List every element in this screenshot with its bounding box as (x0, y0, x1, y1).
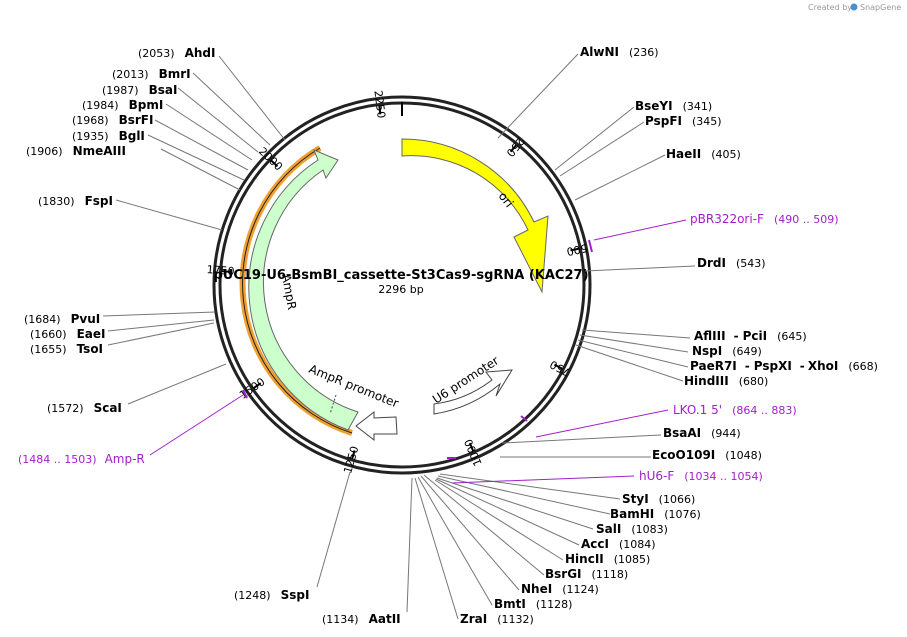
plasmid-size: 2296 bp (378, 283, 423, 296)
site-bsrgi[interactable]: BsrGI(1118) (545, 567, 628, 581)
site-alwni[interactable]: AlwNI(236) (580, 45, 659, 59)
tick-mark-2250 (378, 105, 382, 115)
site-bsrfi[interactable]: (1968)BsrFI (72, 113, 153, 127)
primer-marker-pbr322ori-f (588, 239, 593, 253)
primer-amp-r[interactable]: (1484 .. 1503)Amp-R (18, 452, 145, 466)
site-aatii[interactable]: (1134)AatII (322, 612, 401, 626)
site-bgli[interactable]: (1935)BglI (72, 129, 145, 143)
tick-mark-1750 (221, 270, 231, 273)
credit-brand: SnapGene (860, 3, 901, 12)
site-sspi[interactable]: (1248)SspI (234, 588, 309, 602)
site-nhei[interactable]: NheI(1124) (521, 582, 599, 596)
ampr-highlight-inner (242, 147, 353, 434)
site-tsoi[interactable]: (1655)TsoI (30, 342, 103, 356)
tick-label-1250: 1250 (341, 445, 361, 475)
site-fspi[interactable]: (1830)FspI (38, 194, 113, 208)
primer-marker-lko1 (520, 415, 528, 422)
site-hincii[interactable]: HincII(1085) (565, 552, 650, 566)
tick-mark-500 (570, 247, 580, 252)
tick-mark-2000 (270, 159, 279, 168)
snapgene-logo-icon (850, 3, 858, 11)
site-bsai[interactable]: (1987)BsaI (102, 83, 177, 97)
primer-marker-amp-r (242, 389, 248, 399)
site-bmti[interactable]: BmtI(1128) (494, 597, 572, 611)
site-bsaai[interactable]: BsaAI(944) (663, 426, 741, 440)
primer-lko1-5[interactable]: LKO.1 5'(864 .. 883) (673, 403, 797, 417)
site-acci[interactable]: AccI(1084) (581, 537, 656, 551)
site-scai[interactable]: (1572)ScaI (47, 401, 122, 415)
site-paer7i-pspxi-xhoi[interactable]: PaeR7I-PspXI-XhoI(668) (690, 359, 878, 373)
site-eaei[interactable]: (1660)EaeI (30, 327, 105, 341)
site-afliii-pcii[interactable]: AflIII-PciI(645) (694, 329, 807, 343)
feature-ampr-label: AmpR (279, 273, 299, 311)
feature-u6-promoter[interactable] (433, 369, 513, 415)
tick-label-2250: 2250 (371, 90, 387, 119)
backbone-outer-ring (212, 95, 592, 475)
site-pspfi[interactable]: PspFI(345) (645, 114, 722, 128)
tick-label-500: 500 (565, 241, 588, 258)
ampr-promoter-dotted-link (329, 394, 337, 415)
site-drdi[interactable]: DrdI(543) (697, 256, 766, 270)
credit-prefix: Created by (808, 3, 852, 12)
site-bmri[interactable]: (2013)BmrI (112, 67, 191, 81)
site-ahdi[interactable]: (2053)AhdI (138, 46, 215, 60)
tick-label-1750: 1750 (206, 263, 235, 278)
site-haeii[interactable]: HaeII(405) (666, 147, 741, 161)
site-sali[interactable]: SalI(1083) (596, 522, 668, 536)
tick-mark-1500 (252, 382, 262, 390)
primer-hu6-f[interactable]: hU6-F(1034 .. 1054) (639, 469, 763, 483)
site-bpmi[interactable]: (1984)BpmI (82, 98, 163, 112)
site-nspi[interactable]: NspI(649) (692, 344, 762, 358)
tick-label-250: 250 (504, 135, 527, 159)
site-hindiii[interactable]: HindIII(680) (684, 374, 768, 388)
site-ecoo109i[interactable]: EcoO109I(1048) (652, 448, 762, 462)
primer-leader-lines (149, 219, 687, 484)
primer-pbr322ori-f[interactable]: pBR322ori-F(490 .. 509) (690, 212, 839, 226)
site-bseyi[interactable]: BseYI(341) (635, 99, 712, 113)
site-nmeaiii[interactable]: (1906)NmeAIII (26, 144, 126, 158)
site-leader-lines (102, 53, 696, 620)
feature-ampr-promoter[interactable] (355, 410, 398, 442)
tick-mark-1250 (351, 450, 356, 460)
tick-mark-1000 (468, 442, 475, 452)
feature-ori[interactable] (401, 138, 549, 294)
tick-mark-750 (553, 363, 563, 370)
tick-mark-250 (509, 144, 518, 153)
site-zrai[interactable]: ZraI(1132) (460, 612, 534, 626)
site-bamhi[interactable]: BamHI(1076) (610, 507, 701, 521)
feature-ampr[interactable] (248, 149, 359, 431)
site-styi[interactable]: StyI(1066) (622, 492, 695, 506)
plasmid-name: pUC19-U6-BsmBI_cassette-St3Cas9-sgRNA (K… (213, 268, 588, 283)
site-pvui[interactable]: (1684)PvuI (24, 312, 100, 326)
